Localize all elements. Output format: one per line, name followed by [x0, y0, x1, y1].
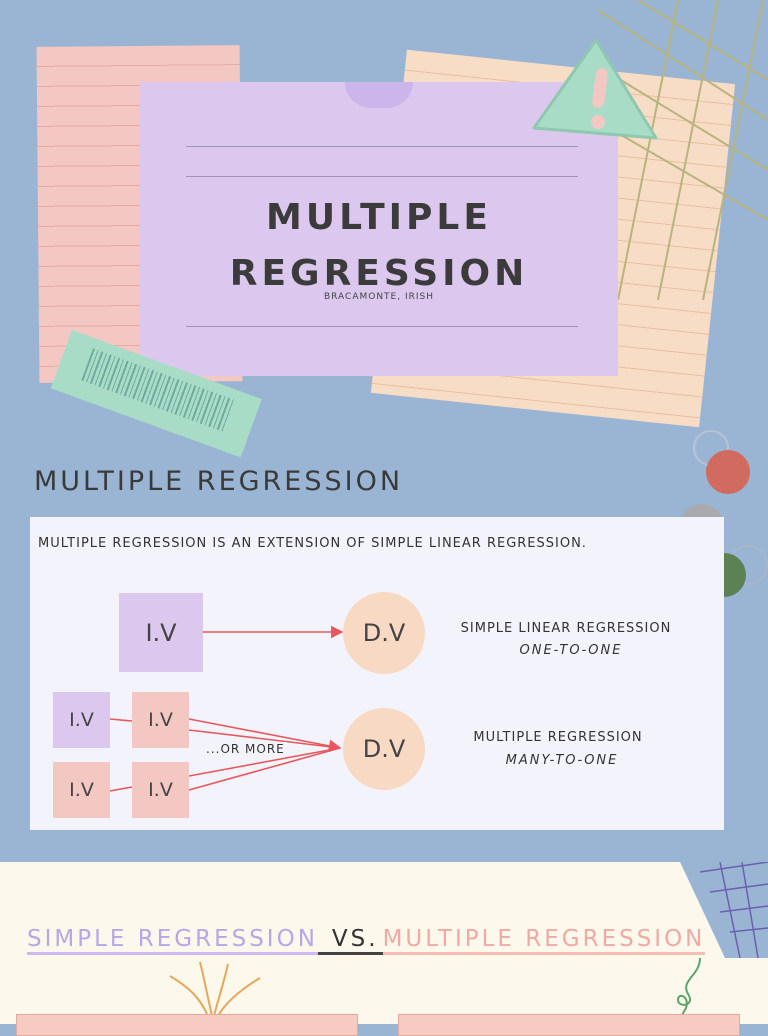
cover-title-line2: REGRESSION — [229, 253, 529, 294]
iv-box-multi-2: I.V — [132, 692, 189, 748]
iv-box-simple: I.V — [119, 593, 203, 672]
iv-box-multi-3: I.V — [53, 762, 110, 818]
cover-title: MULTIPLE REGRESSION — [140, 190, 618, 302]
iv-box-multi-4: I.V — [132, 762, 189, 818]
simple-label: SIMPLE LINEAR REGRESSION — [460, 621, 672, 636]
multiple-label: MULTIPLE REGRESSION — [473, 730, 643, 745]
or-more-label: ...OR MORE — [204, 742, 287, 756]
card-rule-bottom — [186, 326, 578, 327]
title-card — [140, 82, 618, 376]
cover-author: BRACAMONTE, IRISH — [323, 292, 435, 302]
vs-simple-title: SIMPLE REGRESSION — [27, 926, 318, 955]
intro-text: MULTIPLE REGRESSION IS AN EXTENSION OF S… — [38, 536, 587, 551]
vs-word: VS. — [317, 926, 383, 955]
simple-sub-label: ONE-TO-ONE — [519, 643, 623, 658]
multiple-sub-label: MANY-TO-ONE — [505, 753, 619, 768]
iv-box-multi-1: I.V — [53, 692, 110, 748]
cover-title-line1: MULTIPLE — [266, 197, 492, 238]
converging-arrows-icon — [169, 961, 261, 1017]
card-rule-second — [186, 176, 578, 177]
card-rule-top — [186, 146, 578, 147]
dv-circle-multiple: D.V — [343, 708, 425, 790]
section-heading: MULTIPLE REGRESSION — [34, 466, 404, 497]
dv-circle-simple: D.V — [343, 592, 425, 674]
comparison-background — [0, 862, 768, 1024]
warning-icon — [532, 38, 658, 140]
multiple-regression-box — [398, 1014, 740, 1036]
grid-corner-decoration — [680, 862, 768, 958]
vs-multiple-title: MULTIPLE REGRESSION — [382, 926, 706, 955]
simple-regression-box — [16, 1014, 358, 1036]
